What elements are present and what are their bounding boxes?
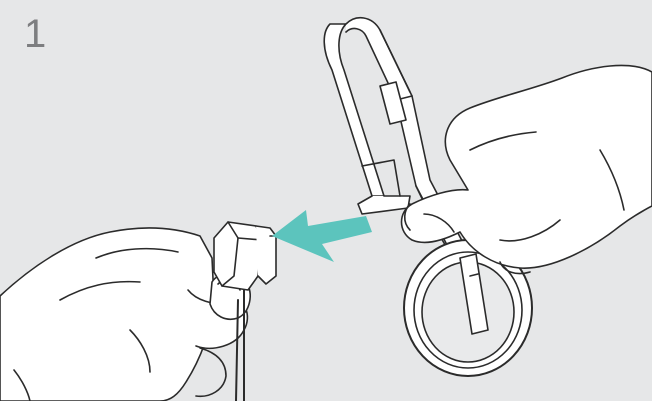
left-hand-icon <box>0 228 250 401</box>
arrow-icon <box>272 210 372 262</box>
right-hand-icon <box>402 65 652 273</box>
